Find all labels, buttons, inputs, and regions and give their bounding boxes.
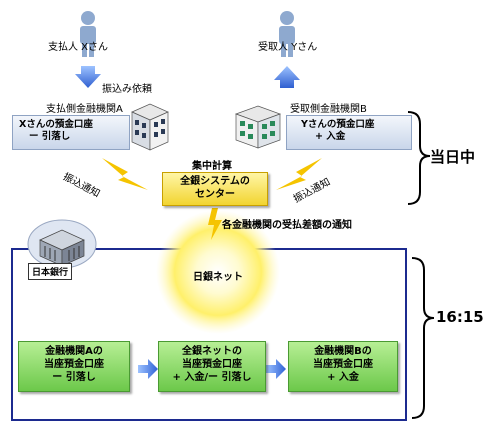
account-b-line1: 金融機関Bの [314, 346, 372, 357]
account-box-zengin: 全銀ネットの 当座預金口座 + 入金/ー 引落し [158, 341, 266, 392]
center-notice-lightning-icon [208, 208, 222, 240]
account-zengin-line3: + 入金/ー 引落し [172, 372, 252, 383]
bank-a-title: 支払側金融機関A [46, 104, 123, 115]
left-notice-lightning-icon [102, 158, 148, 190]
same-day-brace [407, 111, 431, 205]
payee-figure-icon [279, 11, 295, 57]
bank-a-account-line1: Xさんの預金口座 [19, 119, 93, 130]
zengin-center-line2: センター [195, 189, 235, 200]
account-zengin-line2: 当座預金口座 [182, 359, 242, 370]
transfer-request-label: 振込み依頼 [102, 84, 152, 95]
boj-label: 日本銀行 [28, 263, 73, 280]
transfer-down-arrow-icon [75, 66, 101, 88]
payee-label: 受取人 Yさん [258, 42, 318, 53]
bank-b-account-line1: Yさんの預金口座 [301, 119, 375, 130]
same-day-label: 当日中 [430, 148, 476, 166]
account-box-bank-b: 金融機関Bの 当座預金口座 + 入金 [288, 341, 398, 392]
bank-b-building-icon [234, 105, 282, 149]
bank-b-account-panel: Yさんの預金口座 + 入金 [286, 115, 412, 150]
deposit-up-arrow-icon [274, 66, 300, 88]
bank-a-building-icon [131, 103, 169, 151]
right-notice-lightning-icon [276, 158, 322, 190]
account-box-bank-a: 金融機関Aの 当座預金口座 ー 引落し [18, 341, 130, 392]
bank-a-account-line2: ー 引落し [29, 131, 71, 142]
payer-label: 支払人 Xさん [48, 42, 109, 53]
time-label: 16:15 [436, 308, 484, 326]
settlement-notice-label: 各金融機関の受払差額の通知 [222, 220, 352, 231]
account-a-line1: 金融機関Aの [45, 346, 103, 357]
boj-building-icon [27, 219, 97, 269]
zengin-center-line1: 全銀システムの [180, 176, 250, 187]
bank-b-account-line2: + 入金 [315, 131, 346, 142]
flow-arrow-2-icon [266, 359, 286, 379]
boj-net-label: 日銀ネット [193, 272, 243, 283]
account-a-line3: ー 引落し [52, 372, 96, 383]
account-b-line2: 当座預金口座 [313, 359, 373, 370]
payer-figure-icon [80, 11, 96, 57]
boj-net-glow [156, 210, 280, 334]
flow-arrow-1-icon [138, 359, 158, 379]
bank-b-title: 受取側金融機関B [290, 104, 367, 115]
time-brace [411, 257, 435, 419]
account-a-line2: 当座預金口座 [44, 359, 104, 370]
account-zengin-line1: 全銀ネットの [182, 346, 242, 357]
bank-a-account-panel: Xさんの預金口座 ー 引落し [12, 115, 130, 150]
zengin-center-box: 全銀システムの センター [162, 172, 268, 206]
central-calc-label: 集中計算 [192, 161, 232, 172]
account-b-line3: + 入金 [327, 372, 359, 383]
